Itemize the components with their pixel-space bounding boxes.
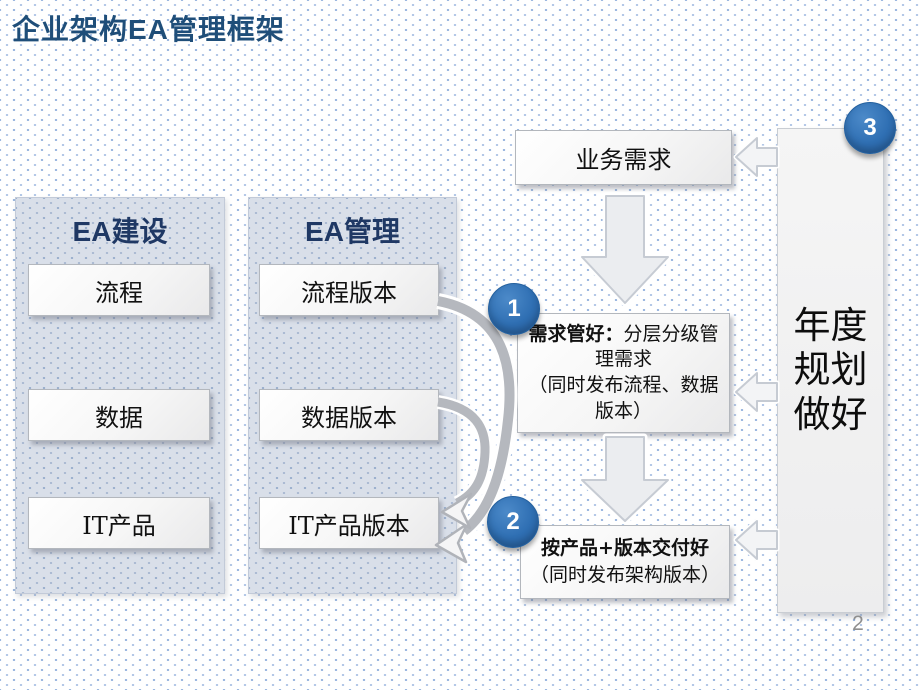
requirement-note: （同时发布流程、数据版本） — [528, 374, 719, 422]
box-data-version-label: 数据版本 — [301, 403, 397, 432]
box-delivery: 按产品+版本交付好 （同时发布架构版本） — [520, 525, 730, 599]
box-process-version: 流程版本 — [259, 264, 439, 316]
box-process: 流程 — [28, 264, 210, 316]
annual-plan-line1: 年度 — [793, 303, 868, 347]
panel-ea-management: EA管理 流程版本 数据版本 IT产品版本 — [248, 197, 457, 594]
left-arrow-icon — [733, 135, 780, 179]
box-requirement-management: 需求管好：分层分级管理需求 （同时发布流程、数据版本） — [517, 313, 730, 433]
down-arrow-icon — [578, 192, 672, 307]
box-data: 数据 — [28, 389, 210, 441]
down-arrow-icon — [578, 433, 672, 525]
page-title: 企业架构EA管理框架 — [12, 14, 285, 45]
box-business-demand-label: 业务需求 — [575, 146, 672, 174]
box-process-label: 流程 — [95, 278, 143, 307]
annual-plan-line3: 做好 — [793, 392, 868, 436]
badge-1: 1 — [488, 283, 540, 335]
annual-plan-label: 年度 规划 做好 — [794, 304, 868, 437]
box-annual-plan: 年度 规划 做好 — [777, 128, 884, 613]
badge-2-label: 2 — [506, 508, 520, 535]
badge-1-label: 1 — [507, 295, 521, 322]
box-data-label: 数据 — [95, 403, 143, 432]
box-it-product-version-label: IT产品版本 — [288, 511, 410, 540]
box-data-version: 数据版本 — [259, 389, 439, 441]
box-it-product-version: IT产品版本 — [259, 497, 439, 549]
requirement-text: 需求管好：分层分级管理需求 — [520, 322, 727, 373]
box-business-demand: 业务需求 — [515, 130, 732, 185]
page-number: 2 — [852, 612, 864, 635]
delivery-note: （同时发布架构版本） — [529, 564, 720, 586]
panel-ea-construction-header: EA建设 — [72, 216, 168, 247]
badge-2: 2 — [487, 496, 539, 548]
badge-3-label: 3 — [863, 114, 877, 141]
box-it-product: IT产品 — [28, 497, 210, 549]
badge-3: 3 — [844, 102, 896, 154]
panel-ea-management-header: EA管理 — [305, 216, 400, 247]
box-it-product-label: IT产品 — [82, 511, 156, 540]
requirement-body: 分层分级管理需求 — [594, 322, 719, 371]
panel-ea-construction: EA建设 流程 数据 IT产品 — [15, 197, 225, 594]
requirement-lead: 需求管好： — [528, 322, 624, 345]
left-arrow-icon — [733, 370, 780, 414]
left-arrow-icon — [733, 518, 780, 562]
box-process-version-label: 流程版本 — [301, 278, 397, 307]
delivery-lead: 按产品+版本交付好 — [541, 537, 709, 560]
annual-plan-line2: 规划 — [793, 348, 868, 392]
